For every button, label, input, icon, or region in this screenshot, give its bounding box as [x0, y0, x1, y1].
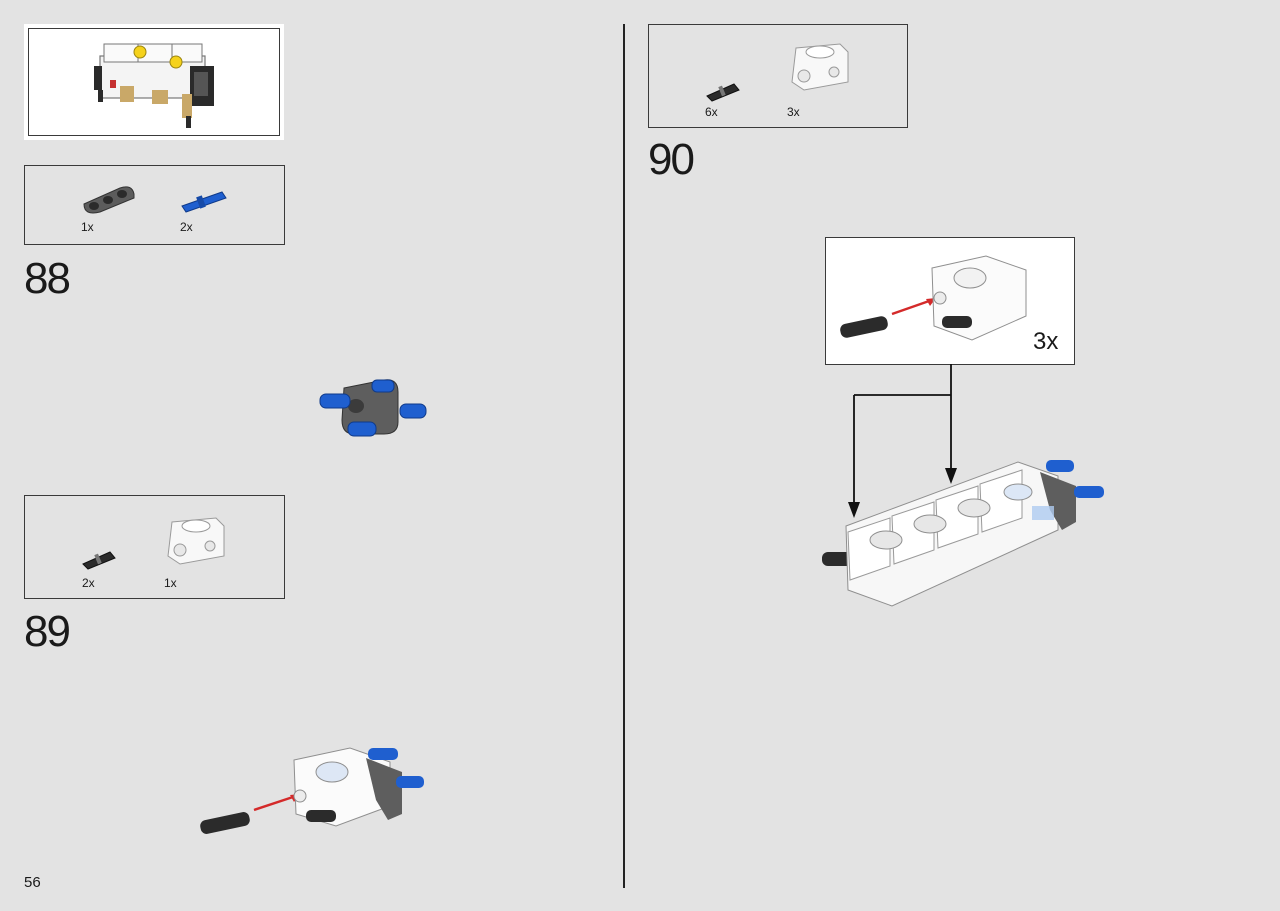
callout-pin-insertion-illustration	[840, 255, 1027, 341]
beam-with-pins-illustration	[319, 379, 427, 437]
engine-block-row-illustration	[822, 460, 1104, 607]
cylinder-block-part-icon	[791, 43, 849, 91]
step-number: 90	[648, 135, 695, 184]
block-pin-insertion-illustration	[200, 747, 424, 834]
callout-connector-arrows	[848, 364, 957, 518]
step-number: 88	[24, 254, 71, 303]
page-number: 56	[24, 874, 41, 891]
black-pin-part-icon	[82, 551, 116, 570]
part-qty: 3x	[787, 105, 800, 119]
page-divider	[623, 24, 625, 888]
blue-pin-part-icon	[181, 191, 227, 213]
parts-box-step-90	[648, 24, 908, 128]
callout-multiplier: 3x	[1033, 328, 1059, 355]
part-qty: 2x	[82, 576, 95, 590]
part-qty: 2x	[180, 220, 193, 234]
step-number: 89	[24, 607, 71, 656]
part-qty: 6x	[705, 105, 718, 119]
part-qty: 1x	[81, 220, 94, 234]
engine-preview-illustration	[94, 43, 214, 128]
parts-box-step-89	[24, 495, 285, 599]
cylinder-block-part-icon	[167, 517, 225, 565]
parts-box-step-88	[24, 165, 285, 245]
part-qty: 1x	[164, 576, 177, 590]
black-pin-part-icon	[706, 83, 740, 102]
beam-part-icon	[83, 186, 135, 214]
